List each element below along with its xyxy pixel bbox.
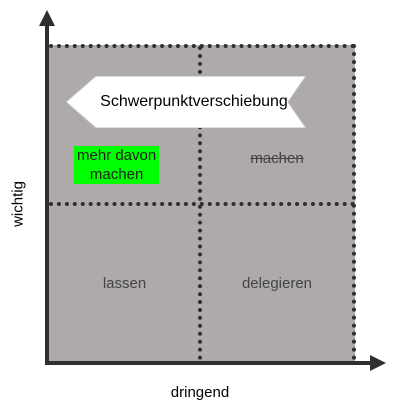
quadrant-top-left-line1: mehr davon (77, 147, 157, 164)
y-axis-label: wichtig (9, 181, 27, 227)
quadrant-top-left-line2: machen (89, 166, 144, 183)
y-axis (45, 22, 49, 365)
x-axis-label: dringend (170, 384, 230, 401)
x-axis-arrowhead (370, 355, 386, 371)
y-axis-arrowhead (39, 10, 55, 26)
quadrant-top-right-label: machen (250, 150, 304, 167)
x-axis (45, 361, 375, 365)
quadrant-bottom-left-label: lassen (102, 275, 147, 292)
arrow-banner-shape (66, 76, 306, 128)
banner-label: Schwerpunktverschiebung (100, 93, 288, 110)
top-dotted-border (49, 44, 355, 48)
shift-arrow-banner: Schwerpunktverschiebung (66, 76, 306, 128)
quadrant-bottom-right-label: delegieren (241, 275, 313, 292)
horizontal-dotted-divider (49, 202, 355, 206)
quadrant-top-left-label: mehr davon machen (74, 146, 160, 184)
